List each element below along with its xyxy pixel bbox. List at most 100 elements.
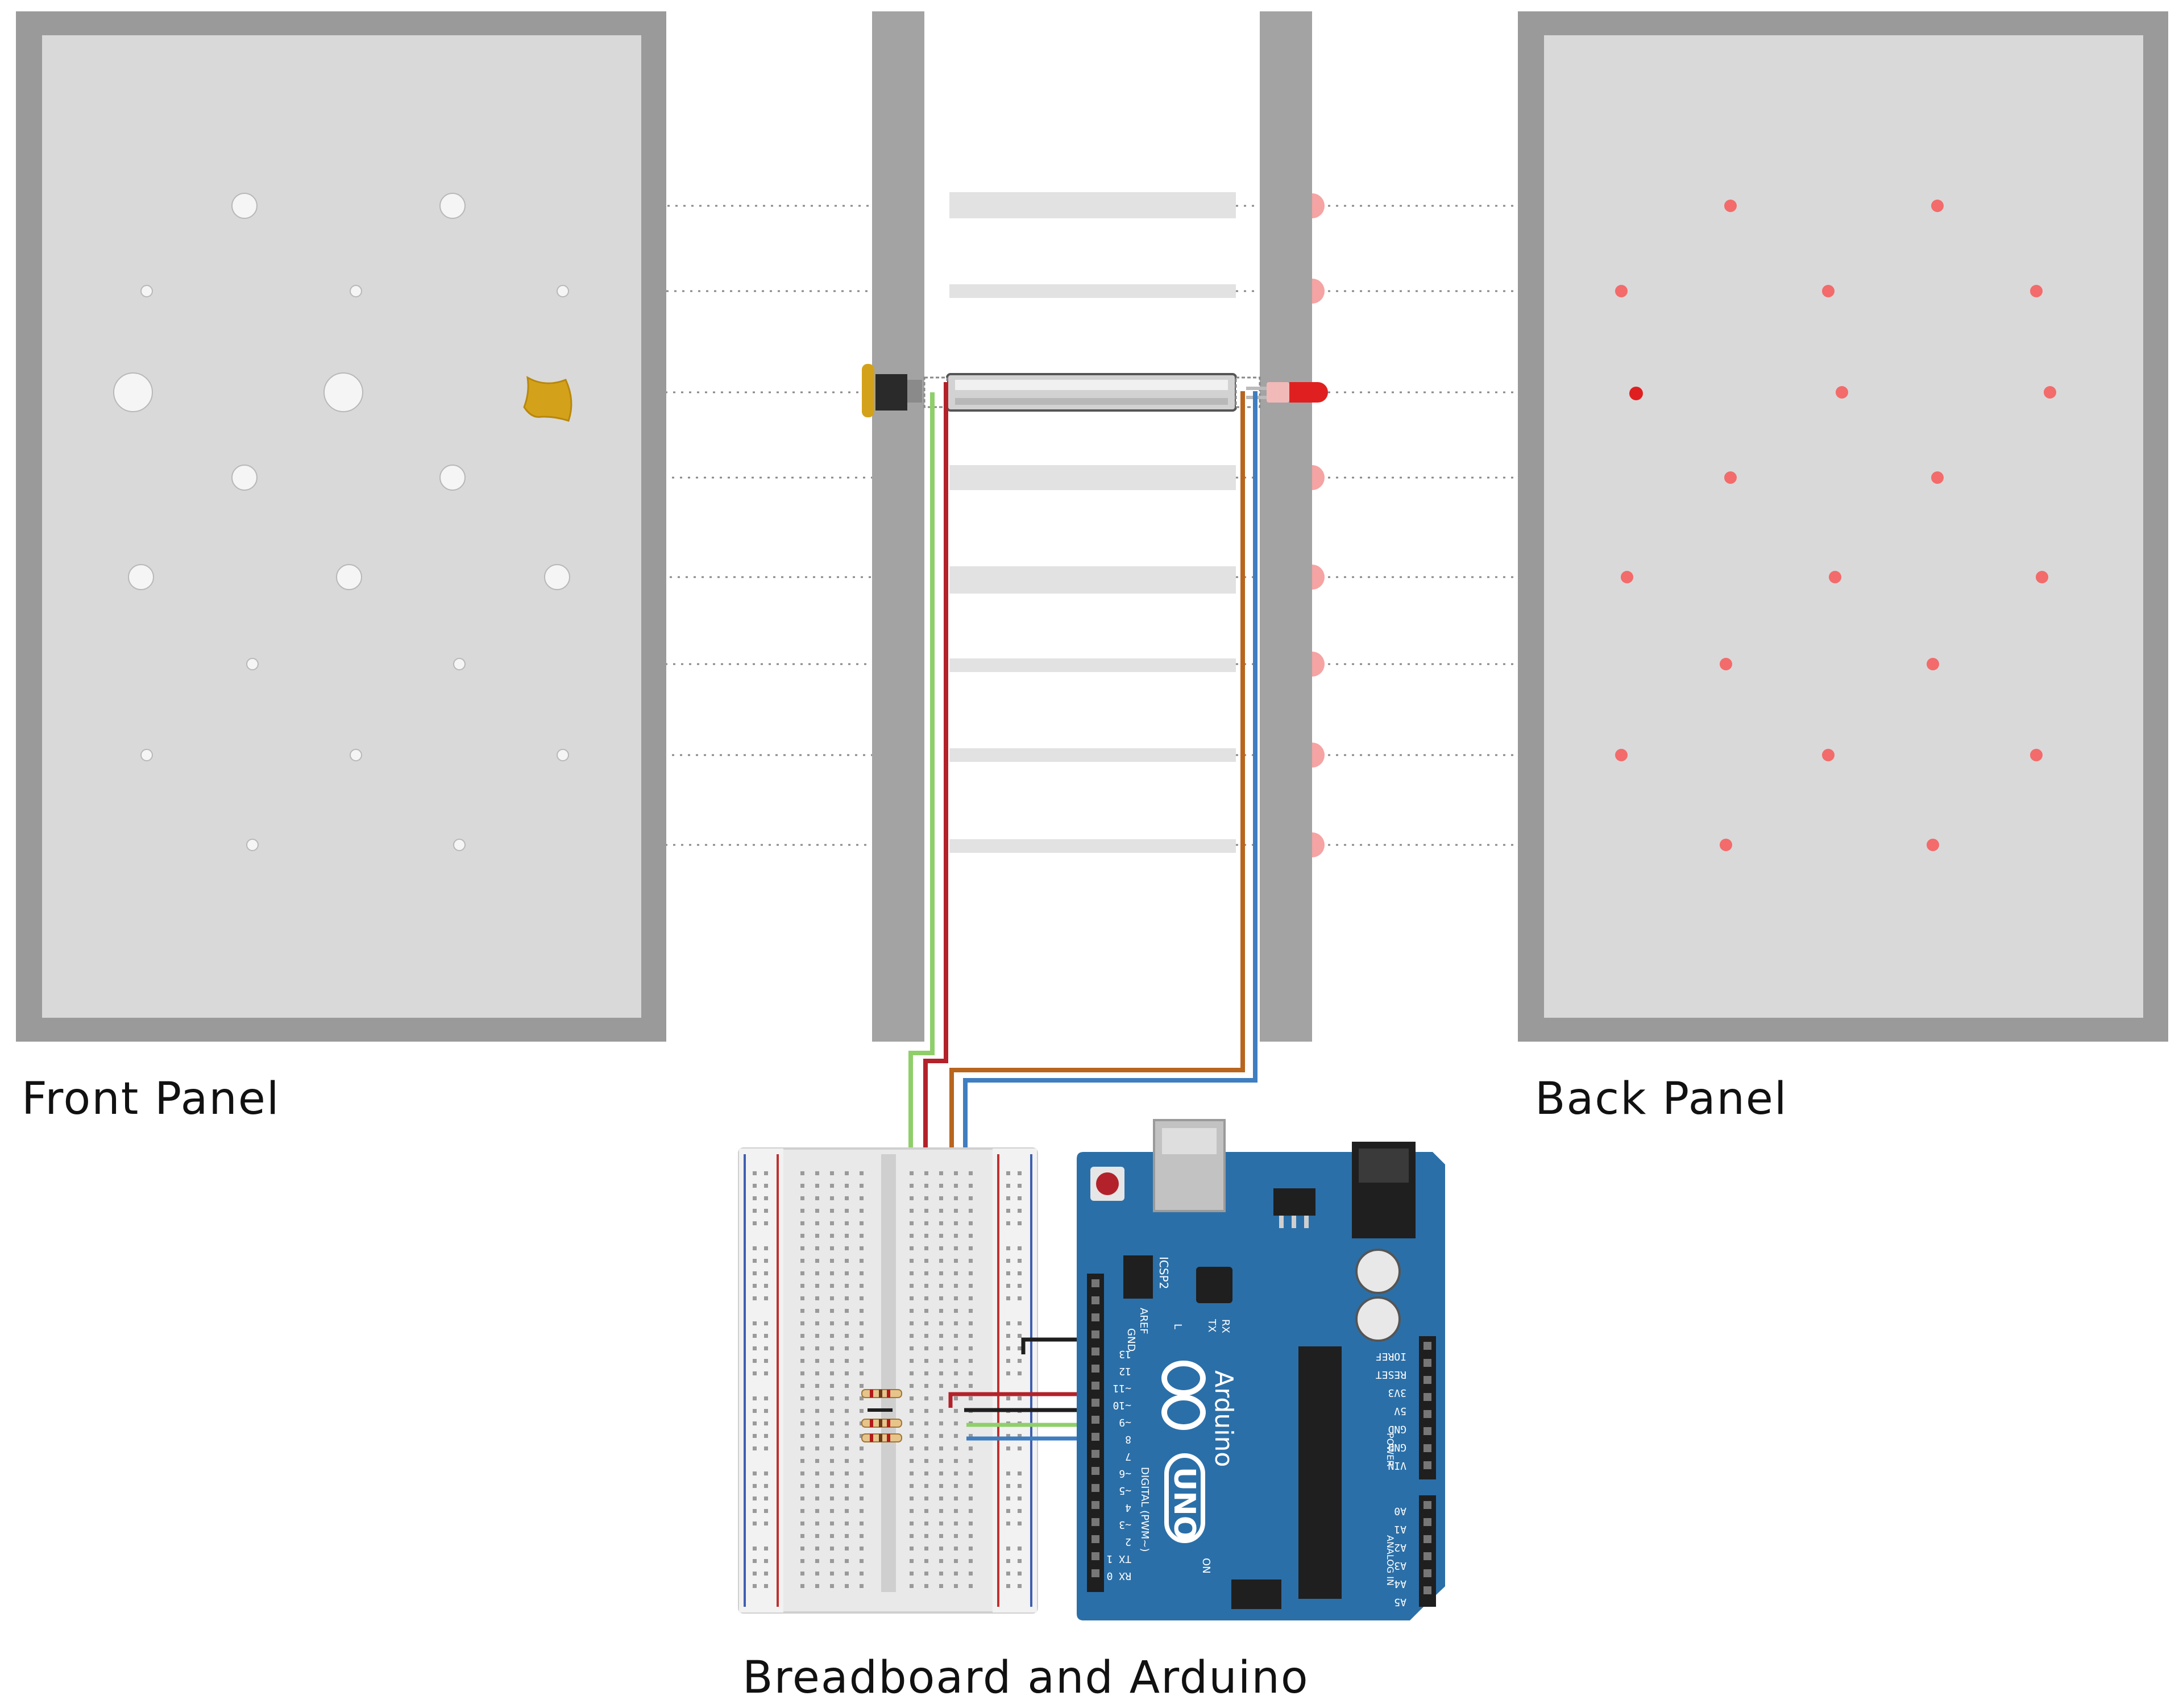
bb-hole bbox=[924, 1234, 928, 1238]
bb-hole bbox=[860, 1259, 864, 1263]
panel-hole bbox=[453, 658, 466, 670]
bb-hole bbox=[800, 1371, 804, 1375]
bb-hole bbox=[939, 1184, 943, 1188]
bb-hole bbox=[830, 1346, 834, 1350]
digital-pin-label: RX 0 bbox=[1107, 1570, 1131, 1582]
bb-hole bbox=[969, 1384, 973, 1388]
analog-pin-label: A3 bbox=[1394, 1560, 1406, 1572]
bb-hole bbox=[954, 1209, 958, 1213]
bb-hole bbox=[1006, 1321, 1010, 1325]
bb-hole bbox=[954, 1271, 958, 1275]
bb-hole bbox=[954, 1371, 958, 1375]
header-pin bbox=[1092, 1433, 1099, 1441]
digital-pin-label: 7 bbox=[1125, 1450, 1131, 1462]
bb-hole bbox=[860, 1471, 864, 1475]
bb-hole bbox=[910, 1434, 914, 1438]
wire-green bbox=[908, 392, 935, 1171]
bb-hole bbox=[815, 1234, 819, 1238]
bb-hole bbox=[815, 1572, 819, 1576]
bb-hole bbox=[830, 1471, 834, 1475]
bb-hole bbox=[910, 1484, 914, 1488]
bb-hole bbox=[954, 1434, 958, 1438]
bb-hole bbox=[954, 1284, 958, 1288]
panel-hole bbox=[557, 749, 569, 761]
bb-hole bbox=[939, 1171, 943, 1175]
bb-hole bbox=[800, 1522, 804, 1525]
bb-hole bbox=[815, 1171, 819, 1175]
bb-hole bbox=[753, 1396, 757, 1400]
bb-hole bbox=[845, 1309, 849, 1313]
bb-hole bbox=[910, 1246, 914, 1250]
panel-led bbox=[1822, 285, 1835, 297]
bb-hole bbox=[1006, 1559, 1010, 1563]
bb-hole bbox=[815, 1209, 819, 1213]
header-pin bbox=[1423, 1461, 1431, 1469]
bb-hole bbox=[1006, 1334, 1010, 1338]
bb-hole bbox=[1006, 1259, 1010, 1263]
bb-hole bbox=[815, 1196, 819, 1200]
capacitor-2 bbox=[1355, 1296, 1401, 1342]
bb-hole bbox=[860, 1271, 864, 1275]
bb-hole bbox=[939, 1584, 943, 1588]
bb-hole bbox=[910, 1271, 914, 1275]
analog-pin-label: A0 bbox=[1394, 1505, 1406, 1517]
bb-hole bbox=[969, 1246, 973, 1250]
header-pin bbox=[1092, 1348, 1099, 1355]
bb-hole bbox=[939, 1471, 943, 1475]
icsp-header bbox=[1123, 1255, 1153, 1299]
bb-hole bbox=[860, 1534, 864, 1538]
bb-hole bbox=[1006, 1496, 1010, 1500]
power-pin-label: GND bbox=[1388, 1423, 1406, 1435]
bb-hole bbox=[910, 1409, 914, 1413]
bb-hole bbox=[830, 1184, 834, 1188]
bb-hole bbox=[830, 1359, 834, 1363]
bb-hole bbox=[1006, 1359, 1010, 1363]
bb-hole bbox=[753, 1209, 757, 1213]
bb-hole bbox=[815, 1584, 819, 1588]
digital-pin-label: 12 bbox=[1119, 1365, 1131, 1377]
bb-hole bbox=[800, 1396, 804, 1400]
power-pin-label: GND bbox=[1388, 1441, 1406, 1453]
bb-hole bbox=[800, 1221, 804, 1225]
bb-hole bbox=[969, 1259, 973, 1263]
bb-hole bbox=[939, 1371, 943, 1375]
bb-hole bbox=[969, 1284, 973, 1288]
bb-hole bbox=[1006, 1371, 1010, 1375]
header-pin bbox=[1423, 1393, 1431, 1401]
power-pin-label: 3V3 bbox=[1388, 1387, 1406, 1399]
panel-hole bbox=[128, 564, 154, 590]
header-pin bbox=[1092, 1535, 1099, 1543]
aref-label: AREF bbox=[1138, 1308, 1149, 1334]
slot-divider bbox=[949, 748, 1236, 762]
bb-hole bbox=[800, 1334, 804, 1338]
bb-hole bbox=[845, 1184, 849, 1188]
bb-hole bbox=[830, 1534, 834, 1538]
bb-hole bbox=[924, 1359, 928, 1363]
bb-hole bbox=[764, 1471, 768, 1475]
bb-hole bbox=[860, 1284, 864, 1288]
bb-hole bbox=[1018, 1522, 1022, 1525]
bb-hole bbox=[910, 1346, 914, 1350]
bb-hole bbox=[1006, 1522, 1010, 1525]
bb-hole bbox=[910, 1209, 914, 1213]
bb-hole bbox=[830, 1446, 834, 1450]
bb-hole bbox=[815, 1321, 819, 1325]
bb-hole bbox=[939, 1346, 943, 1350]
bb-hole bbox=[800, 1446, 804, 1450]
panel-led bbox=[1927, 839, 1939, 851]
bb-hole bbox=[954, 1246, 958, 1250]
header-pin bbox=[1092, 1416, 1099, 1424]
bb-hole bbox=[860, 1384, 864, 1388]
header-pin bbox=[1423, 1410, 1431, 1418]
header-pin bbox=[1423, 1427, 1431, 1435]
on-label: ON bbox=[1200, 1558, 1212, 1574]
bb-hole bbox=[815, 1246, 819, 1250]
wall-led-marker bbox=[1312, 565, 1325, 590]
bb-hole bbox=[969, 1296, 973, 1300]
bb-hole bbox=[969, 1459, 973, 1463]
bb-hole bbox=[924, 1446, 928, 1450]
bb-hole bbox=[845, 1396, 849, 1400]
panel-hole bbox=[231, 193, 258, 219]
bb-hole bbox=[910, 1259, 914, 1263]
bb-hole bbox=[1018, 1359, 1022, 1363]
